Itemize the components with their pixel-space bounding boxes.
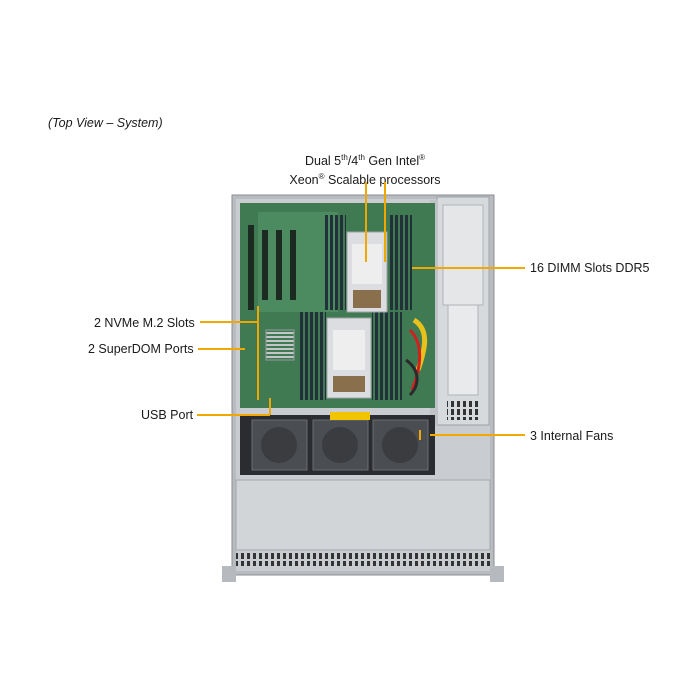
cpu-callout-label: Dual 5th/4th Gen Intel® Xeon® Scalable p… — [289, 153, 441, 188]
fan-wall — [240, 412, 435, 475]
power-cables — [405, 317, 428, 397]
dimm-slots — [300, 215, 412, 400]
view-caption: (Top View – System) — [48, 116, 163, 130]
nvme-callout-label: 2 NVMe M.2 Slots — [94, 316, 195, 330]
callout-leaders — [197, 182, 525, 440]
usb-callout-label: USB Port — [141, 408, 194, 422]
drive-bay — [222, 479, 504, 582]
fans-callout-label: 3 Internal Fans — [530, 429, 614, 443]
power-supply-bay — [430, 196, 490, 426]
superdom-callout-label: 2 SuperDOM Ports — [88, 342, 194, 356]
cpu-heatsink-2 — [326, 317, 372, 399]
dimm-callout-label: 16 DIMM Slots DDR5 — [530, 261, 650, 275]
